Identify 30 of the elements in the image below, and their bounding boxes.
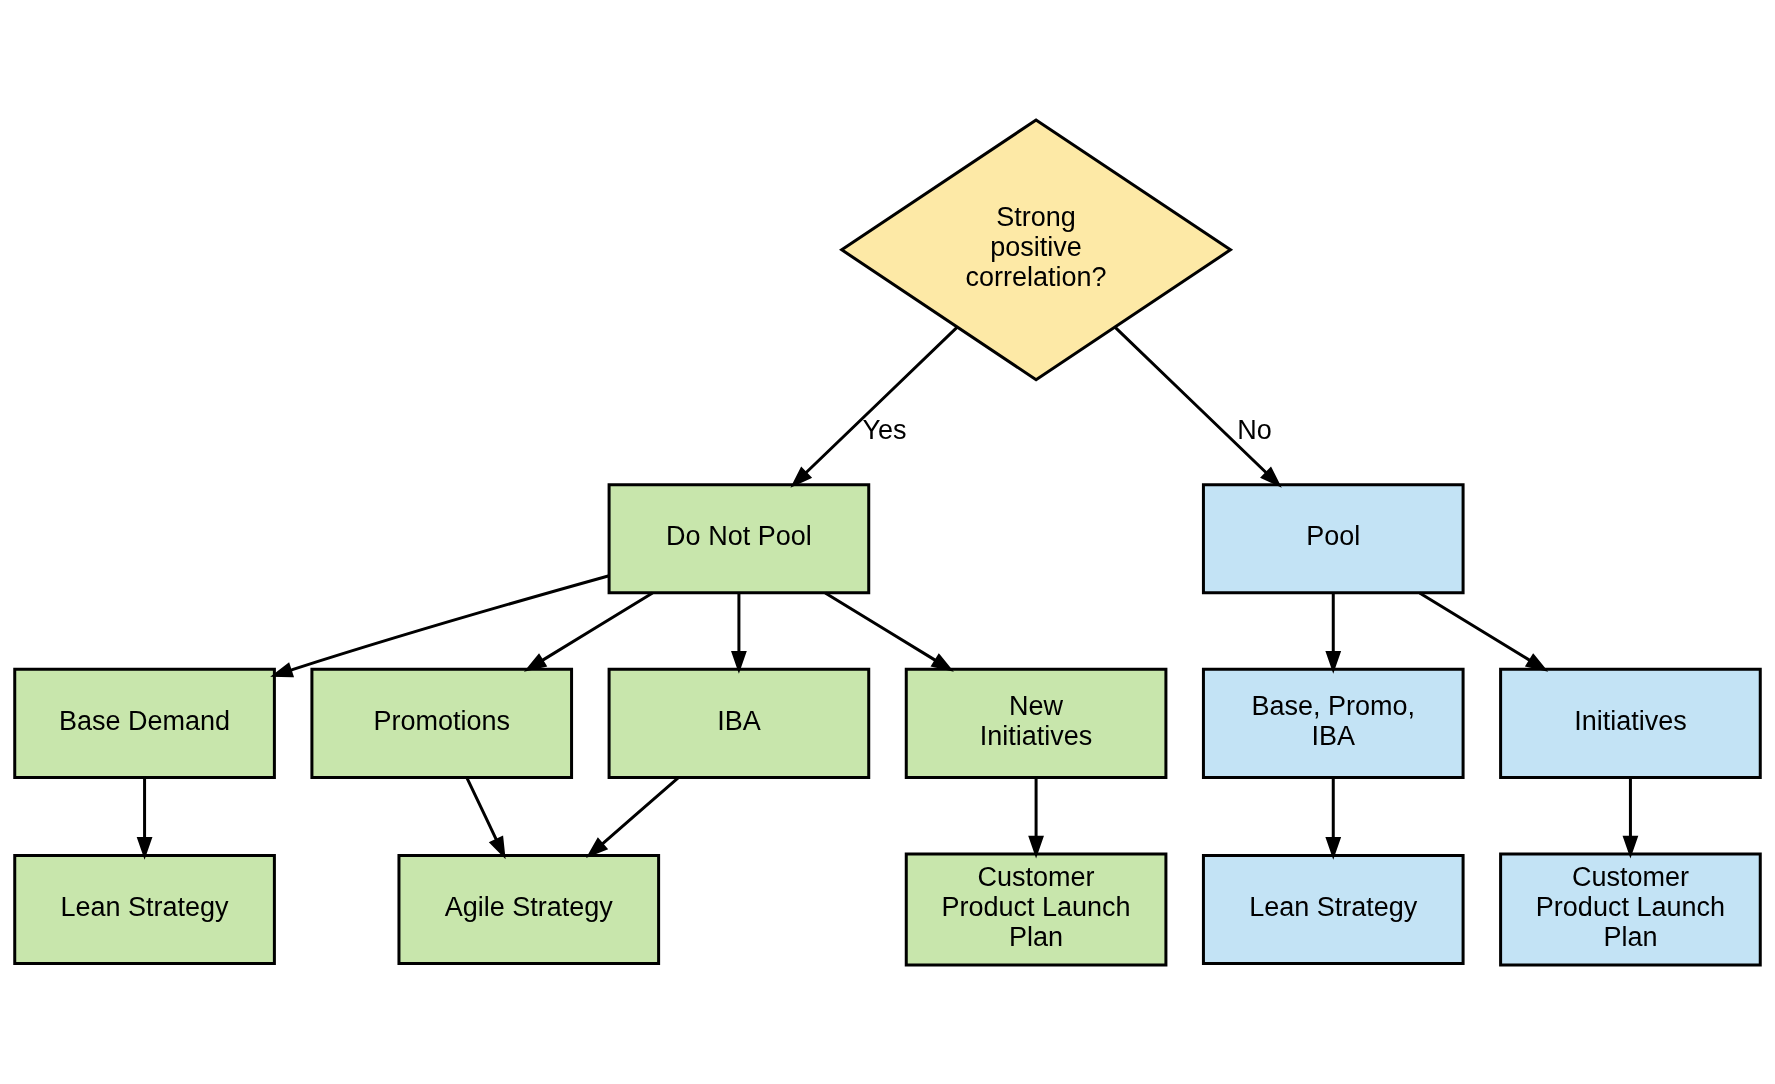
node-box: Lean Strategy [1201, 853, 1465, 965]
arrow [731, 592, 747, 674]
node-box: Promotions [310, 667, 574, 779]
node-box: Customer Product Launch Plan [1499, 851, 1762, 966]
node-box: New Initiatives [904, 667, 1168, 779]
arrow [824, 591, 954, 672]
node-box: Customer Product Launch Plan [904, 851, 1168, 966]
arrow [1418, 591, 1549, 672]
node-box: Lean Strategy [13, 853, 276, 965]
arrow [1028, 777, 1044, 858]
node-box: Agile Strategy [397, 853, 661, 965]
node-box: Do Not Pool [607, 482, 871, 594]
node-box: Base, Promo, IBA [1201, 667, 1465, 779]
node-box: Base Demand [13, 667, 276, 779]
arrow [136, 777, 153, 860]
arrow [586, 776, 680, 858]
arrow [1622, 777, 1639, 858]
arrow [1325, 592, 1342, 674]
node-diamond: Strong positive correlation? [839, 117, 1234, 381]
edge-label: No [1237, 414, 1272, 445]
edge-label: Yes [862, 414, 907, 445]
arrow [523, 591, 654, 672]
arrow [790, 325, 959, 488]
arrow [1113, 325, 1282, 488]
node-box: Initiatives [1499, 667, 1762, 779]
arrow [270, 573, 610, 677]
node-box: IBA [607, 667, 871, 779]
node-box: Pool [1201, 482, 1465, 594]
arrow [1325, 777, 1342, 860]
arrow [465, 776, 506, 859]
